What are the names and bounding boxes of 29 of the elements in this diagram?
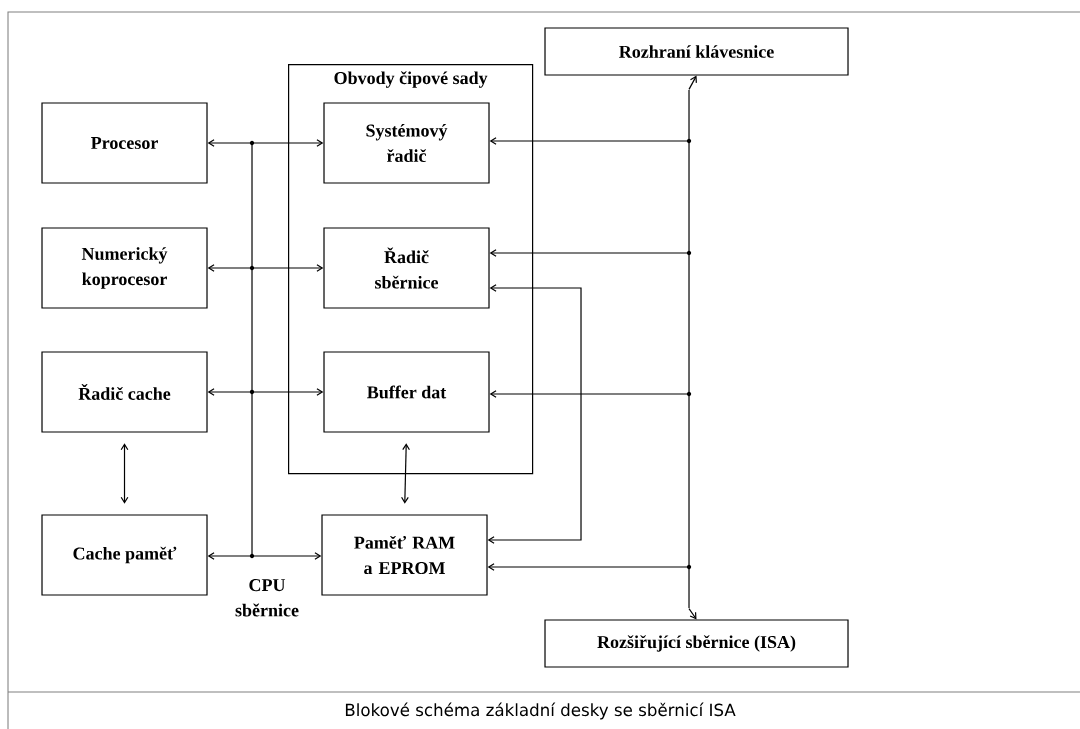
arrow (487, 563, 690, 571)
block-box: Paměť RAM a EPROM (321, 514, 488, 596)
block-box: Řadič cache (41, 351, 208, 433)
arrow (207, 388, 253, 396)
block-box: Numerický koprocesor (41, 227, 208, 309)
arrow (207, 139, 253, 147)
arrow (251, 264, 324, 272)
arrow (401, 443, 411, 504)
block-box: Rozšiřující sběrnice (ISA) (544, 619, 849, 668)
arrow (489, 390, 690, 398)
arrow (207, 264, 253, 272)
block-box: Buffer dat (323, 351, 490, 433)
arrow (251, 552, 322, 560)
arrow (688, 75, 697, 90)
arrow (207, 552, 253, 560)
arrow (489, 249, 690, 257)
caption: Blokové schéma základní desky se sběrnicí ISA (345, 702, 736, 720)
arrow (688, 608, 697, 620)
arrow (251, 388, 324, 396)
block-box: Cache paměť (41, 514, 208, 596)
block-box: Systémový řadič (323, 102, 490, 184)
block-box: Řadič sběrnice (323, 227, 490, 309)
block-box: Procesor (41, 102, 208, 184)
arrow (120, 443, 129, 504)
arrow (489, 137, 690, 145)
arrow (487, 284, 582, 544)
bus-line (686, 90, 692, 608)
arrow (251, 139, 324, 147)
block-box: Rozhraní klávesnice (544, 27, 849, 76)
